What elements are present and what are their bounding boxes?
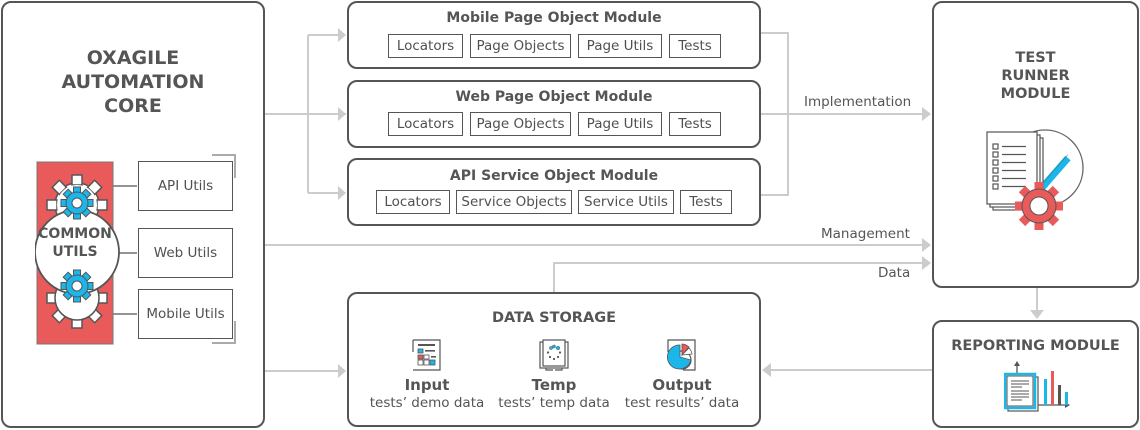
arrow-data [922, 256, 931, 270]
web-utils-box: Web Utils [138, 228, 233, 278]
chip-tests: Tests [669, 34, 721, 58]
chip-page-utils: Page Utils [578, 112, 662, 136]
test-runner-title-line: RUNNER [1001, 68, 1070, 84]
common-utils-label-line: COMMON [38, 226, 112, 242]
data-label: Data [878, 265, 911, 281]
storage-item-desc: tests’ temp data [498, 395, 610, 411]
blue-gear-bottom-icon [60, 269, 94, 303]
arrow-mobile-module [338, 28, 346, 42]
core-title: OXAGILE AUTOMATION CORE [3, 46, 263, 118]
data-line [553, 262, 925, 292]
chip-page-objects: Page Objects [470, 112, 571, 136]
common-utils-label-line: UTILS [52, 244, 98, 260]
arrow-management [922, 238, 931, 252]
arrow-core-to-storage [338, 364, 346, 378]
automation-core-panel: OXAGILE AUTOMATION CORE [1, 1, 265, 428]
chip-service-utils: Service Utils [578, 190, 674, 214]
management-label: Management [821, 226, 910, 242]
common-utils-label: COMMON UTILS [25, 225, 125, 261]
utils-bracket [113, 154, 236, 344]
test-runner-title: TEST RUNNER MODULE [934, 49, 1137, 103]
chip-tests: Tests [669, 112, 721, 136]
api-service-object-module: API Service Object Module Locators Servi… [347, 158, 761, 226]
reporting-module: REPORTING MODULE [932, 320, 1139, 428]
storage-item-name: Output [652, 376, 712, 394]
checklist-gear-icon [986, 129, 1084, 230]
api-utils-box: API Utils [138, 161, 233, 211]
data-storage-panel: DATA STORAGE Input tests’ demo data [347, 292, 761, 427]
test-runner-module: TEST RUNNER MODULE [932, 1, 1139, 288]
chip-service-objects: Service Objects [456, 190, 572, 214]
module-title: API Service Object Module [449, 168, 659, 184]
storage-item-name: Input [404, 376, 450, 394]
arrow-implementation [922, 107, 931, 121]
core-title-line: CORE [104, 95, 162, 117]
storage-item-desc: tests’ demo data [369, 395, 485, 411]
chip-page-objects: Page Objects [470, 34, 571, 58]
storage-item-temp: Temp tests’ temp data [479, 338, 629, 412]
chip-locators: Locators [388, 112, 463, 136]
common-utils-graphic [35, 161, 120, 345]
reporting-title: REPORTING MODULE [951, 338, 1120, 354]
module-title: Web Page Object Module [455, 89, 653, 105]
arrow-reporting-to-storage [762, 363, 771, 377]
blue-gear-top-icon [60, 186, 94, 220]
mobile-page-object-module: Mobile Page Object Module Locators Page … [347, 1, 761, 69]
storage-item-desc: test results’ data [624, 395, 740, 411]
chip-locators: Locators [376, 190, 450, 214]
chip-locators: Locators [388, 34, 463, 58]
loading-doc-icon [539, 339, 569, 371]
pie-doc-icon [666, 339, 696, 371]
test-runner-title-line: TEST [1015, 50, 1056, 66]
arrow-api-module [338, 186, 346, 200]
mobile-utils-box: Mobile Utils [138, 289, 233, 339]
table-doc-icon [412, 339, 441, 371]
storage-item-output: Output test results’ data [607, 338, 757, 412]
storage-item-input: Input tests’ demo data [352, 338, 502, 412]
implementation-label: Implementation [804, 94, 912, 110]
chip-tests: Tests [680, 190, 732, 214]
red-gear-icon [1015, 182, 1063, 230]
storage-item-name: Temp [531, 376, 577, 394]
arrow-web-module [338, 107, 346, 121]
core-title-line: OXAGILE [86, 47, 180, 69]
core-title-line: AUTOMATION [61, 71, 205, 93]
report-chart-icon [1004, 361, 1070, 412]
web-page-object-module: Web Page Object Module Locators Page Obj… [347, 80, 761, 148]
data-storage-title: DATA STORAGE [491, 310, 617, 326]
arrow-runner-to-reporting [1030, 310, 1044, 319]
test-runner-title-line: MODULE [1000, 86, 1071, 102]
module-title: Mobile Page Object Module [446, 10, 662, 26]
chip-page-utils: Page Utils [578, 34, 662, 58]
